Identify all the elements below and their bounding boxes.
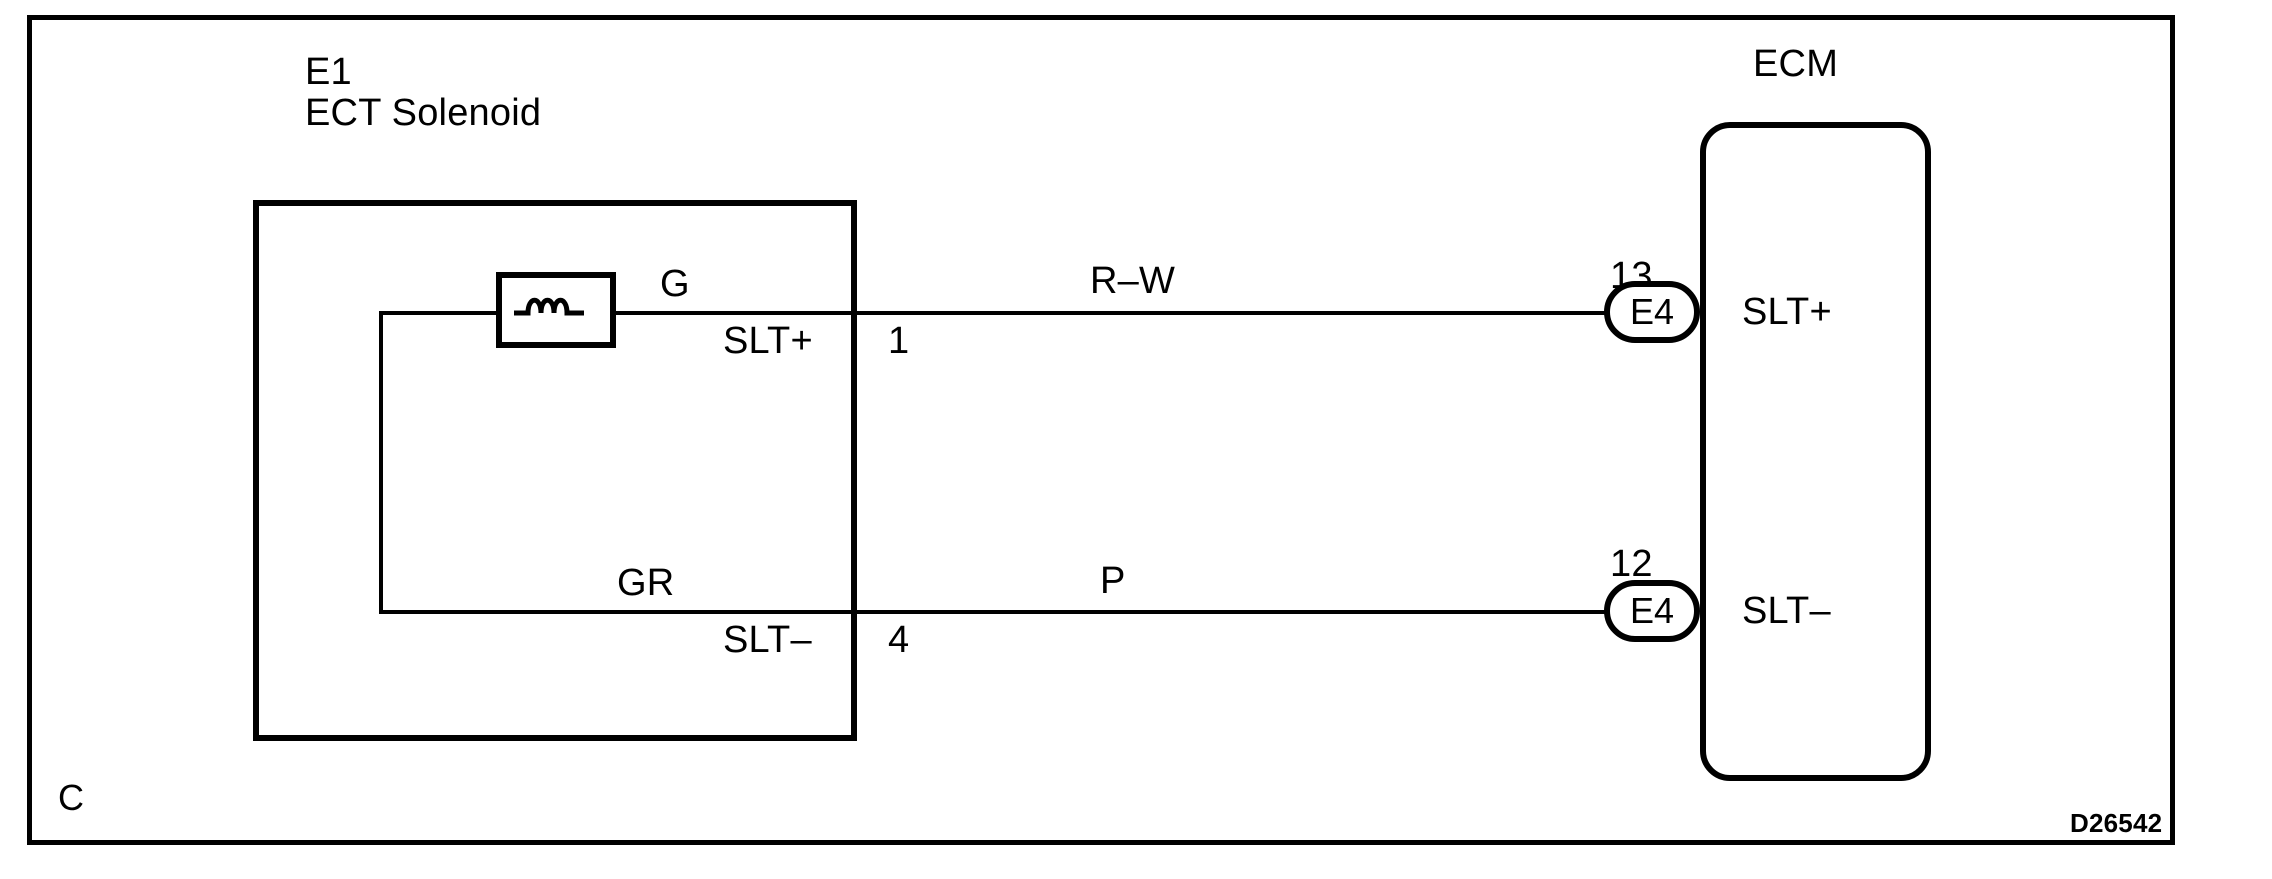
- connector-id-label-e1: E1: [305, 51, 352, 93]
- solenoid-bottom-internal-wire: [379, 610, 859, 614]
- inductor-coil-icon: [514, 297, 584, 316]
- corner-marker-c: C: [58, 777, 85, 818]
- ecm-terminal-oval-e4-bottom: E4: [1604, 580, 1700, 642]
- wire-color-label-p: P: [1100, 560, 1126, 602]
- component-name-ect-solenoid: ECT Solenoid: [305, 92, 542, 134]
- diagram-outer-frame: [27, 15, 2175, 845]
- wire-color-label-rw: R–W: [1090, 260, 1176, 302]
- ecm-box: [1700, 122, 1931, 781]
- ecm-signal-label-slt-plus: SLT+: [1742, 291, 1832, 333]
- internal-link-wire: [379, 311, 383, 612]
- figure-code-label: D26542: [2070, 808, 2163, 838]
- internal-wire-color-g: G: [660, 263, 690, 305]
- ecm-terminal-oval-e4-top: E4: [1604, 281, 1700, 343]
- internal-wire-color-gr: GR: [617, 562, 675, 604]
- solenoid-top-internal-wire: [379, 311, 859, 315]
- terminal-label-slt-minus-left: SLT–: [723, 619, 812, 661]
- harness-wire-rw: [855, 311, 1610, 315]
- ect-solenoid-connector-box: [253, 200, 857, 741]
- harness-wire-p: [855, 610, 1610, 614]
- ecm-signal-label-slt-minus: SLT–: [1742, 590, 1831, 632]
- terminal-label-slt-plus-left: SLT+: [723, 320, 813, 362]
- ecm-pin-number-12: 12: [1610, 543, 1653, 585]
- component-name-ecm: ECM: [1753, 43, 1839, 85]
- pin-number-1: 1: [888, 320, 910, 362]
- pin-number-4: 4: [888, 619, 910, 661]
